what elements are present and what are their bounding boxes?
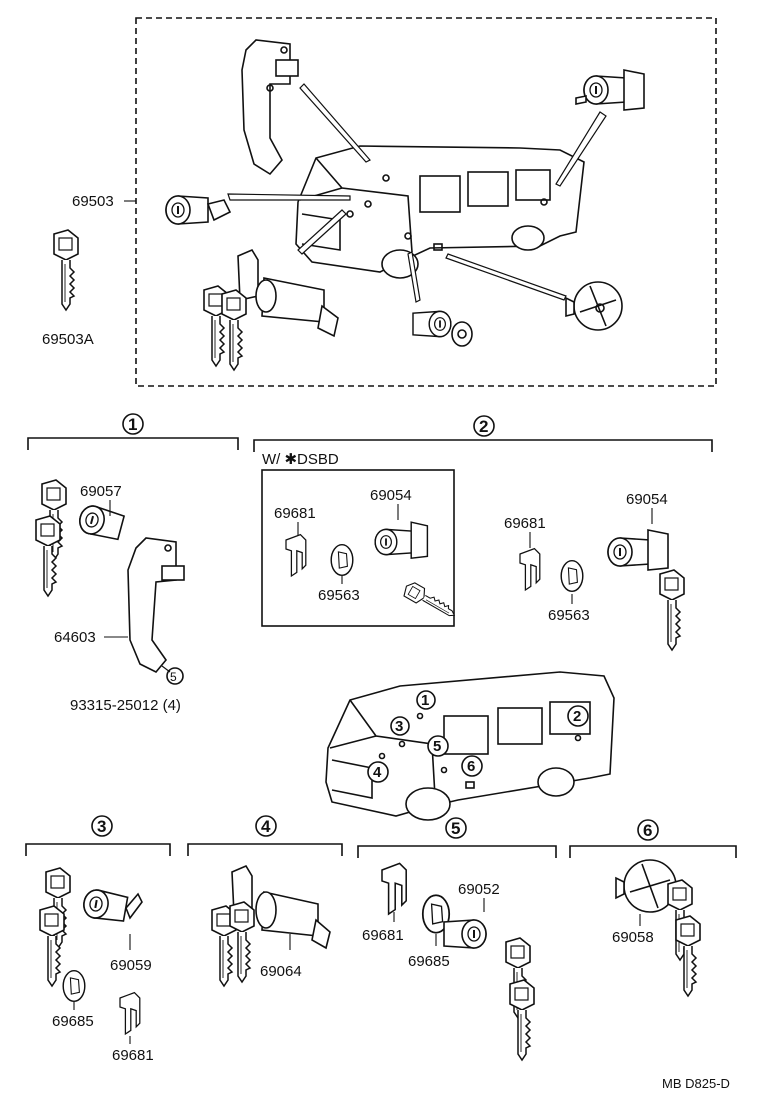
section-3: 3 69059 69685 69681: [25, 815, 171, 1064]
standard-part-gasket: 69563: [548, 607, 590, 624]
svg-text:4: 4: [373, 764, 382, 781]
variant-lock-cylinder: [374, 521, 429, 560]
section-3-marker: [91, 815, 113, 837]
door-lock-69052: [443, 919, 487, 949]
bolt-marker: [166, 667, 184, 685]
svg-text:1: 1: [421, 692, 429, 709]
svg-text:2: 2: [573, 708, 581, 725]
section-6-marker: [637, 819, 659, 841]
section-3-part-b: 69685: [52, 1013, 94, 1030]
door-handle-lock-top: [241, 39, 299, 176]
door-handle-64603: [127, 537, 185, 673]
van-marker-5: 5: [427, 735, 449, 774]
section-4-number: 4: [261, 817, 271, 836]
section-5-part-a: 69681: [362, 927, 404, 944]
variant-part-gasket: 69563: [318, 587, 360, 604]
fuel-cap-lock-69058: [615, 859, 677, 913]
section-4: 4 69064: [187, 815, 343, 987]
svg-text:5: 5: [170, 670, 177, 684]
fuel-cap-lock-top: [565, 281, 623, 331]
section-5-part-b: 69685: [408, 953, 450, 970]
van-marker-1: 1: [416, 690, 436, 720]
section-3-part-c: 69681: [112, 1047, 154, 1064]
section-4-bracket: [187, 843, 343, 856]
section-5-number: 5: [451, 819, 460, 838]
section-5-bracket: [357, 845, 557, 858]
van-marker-3: 3: [390, 716, 410, 748]
section-1: 1 69057 64603 5 93315-25012 (4): [27, 413, 239, 714]
section-1-part-a: 69057: [80, 483, 122, 500]
section-2: 2 W/ ✱DSBD 69681 69563 69054 69681 69563…: [253, 415, 713, 651]
variant-box: [261, 469, 455, 627]
section-3-bracket: [25, 843, 171, 856]
lock-cylinder-69059: [80, 887, 143, 924]
kit-part-number: 69503: [72, 193, 114, 210]
side-lock-cylinder-top: [165, 195, 232, 225]
section-1-marker: [122, 413, 144, 435]
section-3-number: 3: [97, 817, 106, 836]
standard-part-clip: 69681: [504, 515, 546, 532]
variant-part-lock: 69054: [370, 487, 412, 504]
section-2-number: 2: [479, 417, 488, 436]
variant-label: W/ ✱DSBD: [262, 451, 339, 468]
back-door-lock-top: [575, 69, 645, 111]
section-6-number: 6: [643, 821, 652, 840]
section-5-marker: [445, 817, 467, 839]
ignition-lock-69064: [231, 864, 331, 950]
van-location-reference: 1 2 3 4 5 6: [325, 671, 615, 821]
section-6-part-a: 69058: [612, 929, 654, 946]
section-4-marker: [255, 815, 277, 837]
standard-part-lock: 69054: [626, 491, 668, 508]
door-lock-cylinder-top: [412, 310, 473, 347]
ignition-lock-top: [203, 248, 339, 371]
van-marker-4: 4: [367, 752, 389, 783]
figure-code: MB D825-D: [662, 1076, 730, 1091]
top-kit-group: 69503 69503A: [42, 17, 717, 387]
bolt-part-number: 93315-25012 (4): [70, 697, 181, 714]
section-6: 6 69058: [569, 819, 737, 997]
section-1-number: 1: [128, 415, 137, 434]
section-1-bracket: [27, 437, 239, 450]
section-5: 5 69681 69685 69052: [357, 817, 557, 1061]
svg-text:5: 5: [433, 738, 441, 755]
svg-text:6: 6: [467, 758, 475, 775]
lock-cylinder-69057: [75, 502, 126, 543]
section-3-part-a: 69059: [110, 957, 152, 974]
section-6-bracket: [569, 845, 737, 858]
section-4-part-a: 69064: [260, 963, 302, 980]
key-part-number: 69503A: [42, 331, 94, 348]
section-5-part-c: 69052: [458, 881, 500, 898]
kit-dashed-border: [135, 17, 717, 387]
van-marker-2: 2: [567, 705, 589, 742]
section-2-bracket: [253, 439, 713, 452]
section-2-marker: [473, 415, 495, 437]
key-69503A: [53, 229, 79, 311]
van-marker-6: 6: [461, 755, 483, 789]
variant-part-clip: 69681: [274, 505, 316, 522]
svg-text:3: 3: [395, 718, 403, 735]
section-1-part-b: 64603: [54, 629, 96, 646]
standard-lock-cylinder: [607, 529, 669, 571]
